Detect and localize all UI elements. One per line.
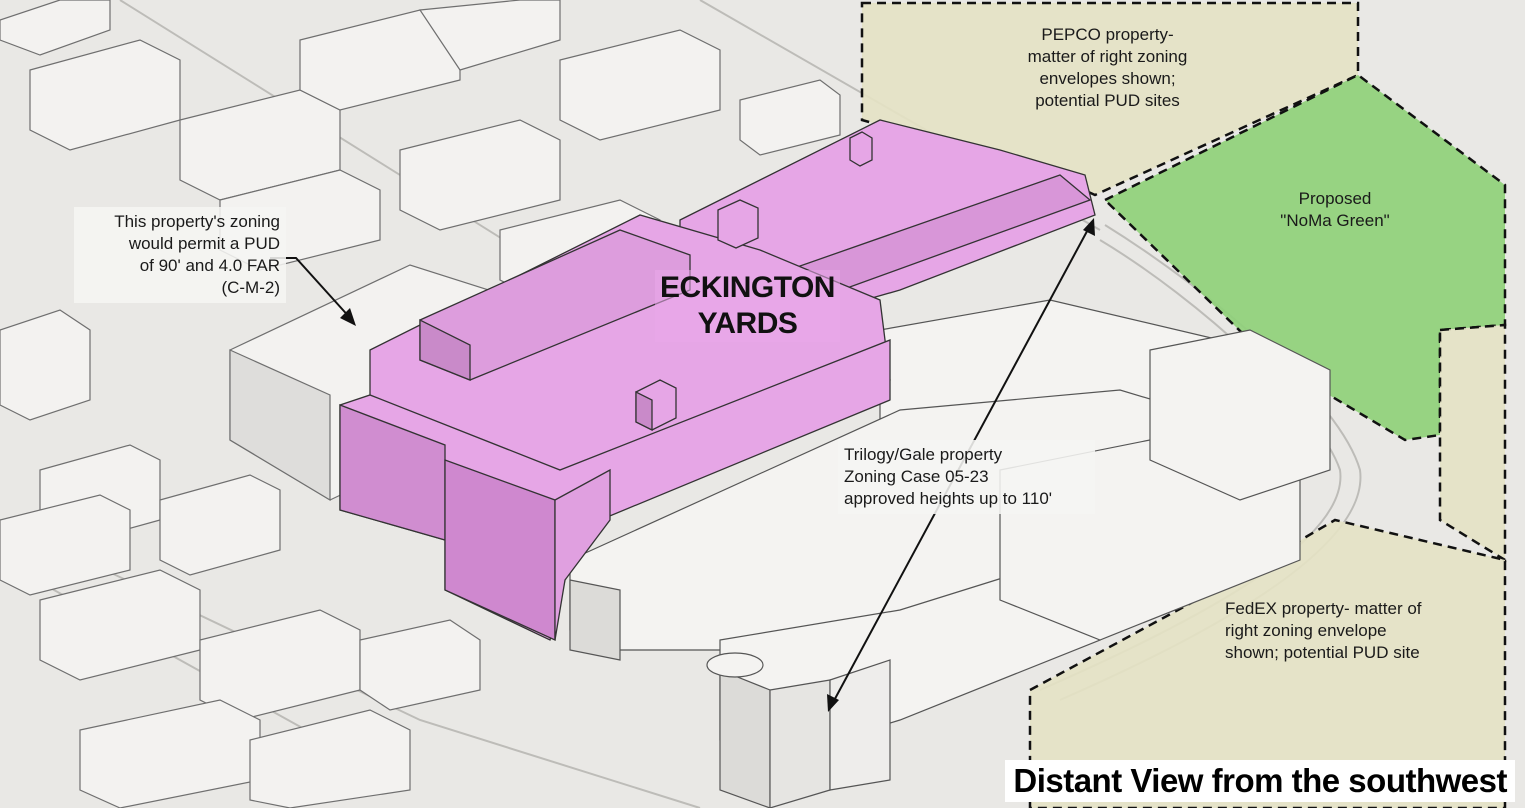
trilogy-annotation: Trilogy/Gale property Zoning Case 05-23 … [838, 440, 1095, 514]
site-label: ECKINGTON YARDS [655, 270, 840, 342]
arrowhead-trilogy [827, 694, 839, 712]
arrowheads [340, 218, 1095, 712]
arrowhead-pepco [1083, 218, 1095, 236]
zoning-line-4: (C-M-2) [221, 278, 280, 297]
zoning-line-2: would permit a PUD [128, 234, 280, 253]
pepco-line-1: PEPCO property- [1041, 25, 1174, 44]
east-envelope-zone [1438, 323, 1507, 563]
zoning-arrowhead [340, 308, 356, 326]
context-buildings [0, 0, 841, 808]
fedex-line-2: right zoning envelope [1225, 621, 1387, 640]
fedex-annotation: FedEX property- matter of right zoning e… [1225, 598, 1465, 664]
fedex-line-3: shown; potential PUD site [1225, 643, 1420, 662]
zoning-line-3: of 90' and 4.0 FAR [139, 256, 280, 275]
pepco-line-2: matter of right zoning [1027, 47, 1188, 66]
zoning-note-annotation: This property's zoning would permit a PU… [74, 207, 286, 303]
trilogy-line-2: Zoning Case 05-23 [844, 467, 989, 486]
site-label-line1: ECKINGTON [660, 271, 835, 304]
pepco-annotation: PEPCO property- matter of right zoning e… [1000, 24, 1215, 112]
site-label-line2: YARDS [697, 307, 798, 340]
trilogy-line-1: Trilogy/Gale property [844, 445, 1003, 464]
noma-line-2: "NoMa Green" [1280, 211, 1390, 230]
zoning-line-1: This property's zoning [114, 212, 280, 231]
view-caption: Distant View from the southwest [1005, 760, 1515, 802]
fedex-line-1: FedEX property- matter of [1225, 599, 1422, 618]
trilogy-line-3: approved heights up to 110' [844, 489, 1053, 508]
pepco-line-3: envelopes shown; [1039, 69, 1176, 88]
noma-green-annotation: Proposed "NoMa Green" [1260, 188, 1410, 232]
pepco-line-4: potential PUD sites [1035, 91, 1180, 110]
noma-line-1: Proposed [1298, 189, 1372, 208]
